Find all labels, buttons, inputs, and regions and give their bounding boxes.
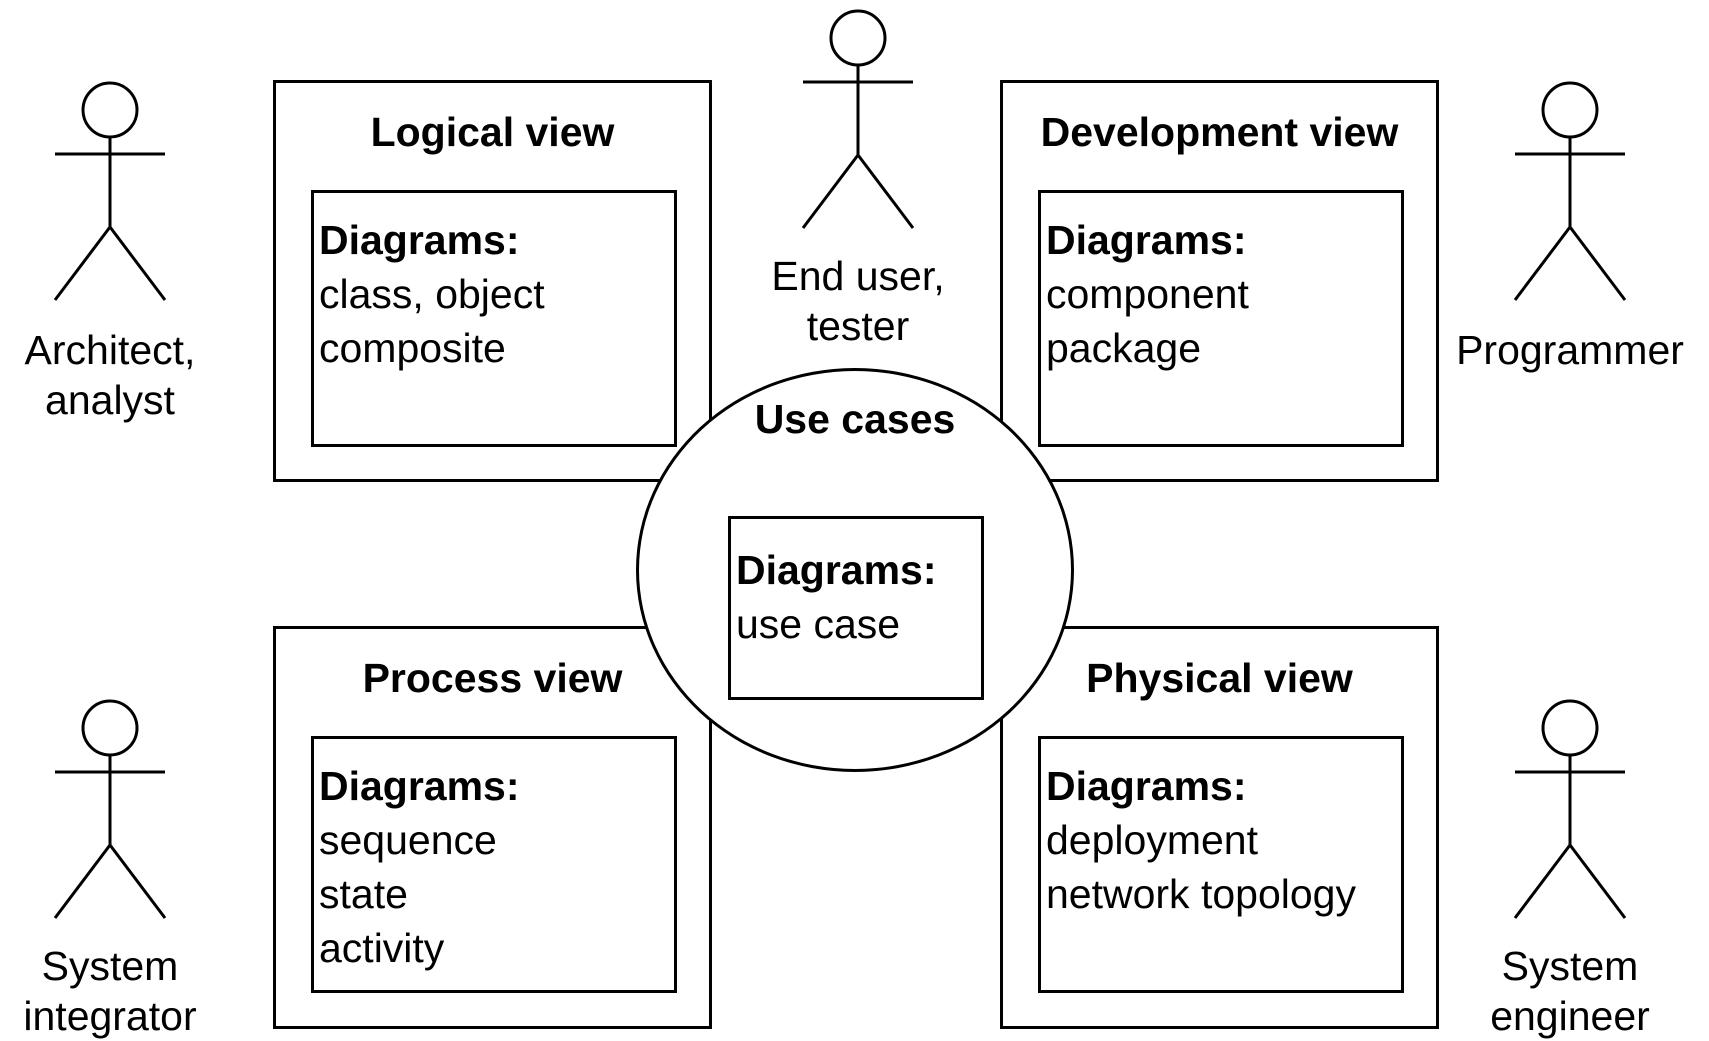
actor-architect-label: Architect, analyst: [0, 325, 220, 425]
use-cases-title: Use cases: [754, 396, 956, 442]
actor-system-engineer-icon: [1513, 699, 1627, 919]
actor-system-engineer-label: System engineer: [1460, 941, 1680, 1041]
actor-end-user-label: End user, tester: [748, 251, 968, 351]
actor-label-line: System: [1501, 943, 1639, 989]
diagrams-label: Diagrams:: [736, 547, 937, 593]
process-view-diagrams-box: Diagrams: sequence state activity: [311, 736, 677, 993]
diagram-item-network-topology: network topology: [1046, 871, 1356, 917]
diagram-item-state: state: [319, 871, 408, 917]
use-cases-diagrams-box: Diagrams: use case: [728, 516, 984, 700]
diagram-item-deployment: deployment: [1046, 817, 1258, 863]
development-view-title: Development view: [1040, 109, 1399, 155]
diagrams-label: Diagrams:: [319, 217, 520, 263]
physical-view-box: Physical view Diagrams: deployment netwo…: [1000, 626, 1439, 1029]
actor-label-line: integrator: [23, 993, 197, 1039]
diagrams-label: Diagrams:: [319, 763, 520, 809]
development-view-box: Development view Diagrams: component pac…: [1000, 80, 1439, 482]
diagrams-label: Diagrams:: [1046, 763, 1247, 809]
diagram-item-composite: composite: [319, 325, 506, 371]
process-view-box: Process view Diagrams: sequence state ac…: [273, 626, 712, 1029]
diagrams-label: Diagrams:: [1046, 217, 1247, 263]
physical-view-title: Physical view: [1086, 655, 1353, 701]
actor-end-user-icon: [801, 9, 915, 229]
diagram-item-package: package: [1046, 325, 1202, 371]
actor-system-integrator-icon: [53, 699, 167, 919]
actor-label-line: Programmer: [1456, 327, 1684, 373]
physical-view-diagrams-box: Diagrams: deployment network topology: [1038, 736, 1404, 993]
diagram-item-activity: activity: [319, 925, 445, 971]
logical-view-title: Logical view: [370, 109, 615, 155]
process-view-title: Process view: [362, 655, 623, 701]
actor-architect-icon: [53, 81, 167, 301]
diagram-item-use-case: use case: [736, 601, 901, 647]
actor-label-line: tester: [806, 303, 910, 349]
actor-label-line: engineer: [1490, 993, 1650, 1039]
diagram-item-sequence: sequence: [319, 817, 497, 863]
actor-system-integrator-label: System integrator: [0, 941, 220, 1041]
diagram-item-class-object: class, object: [319, 271, 545, 317]
actor-programmer-icon: [1513, 81, 1627, 301]
development-view-diagrams-box: Diagrams: component package: [1038, 190, 1404, 447]
diagram-item-component: component: [1046, 271, 1249, 317]
actor-label-line: System: [41, 943, 179, 989]
actor-programmer-label: Programmer: [1450, 325, 1690, 375]
actor-label-line: analyst: [45, 377, 175, 423]
actor-label-line: Architect,: [24, 327, 196, 373]
actor-label-line: End user,: [771, 253, 945, 299]
logical-view-box: Logical view Diagrams: class, object com…: [273, 80, 712, 482]
logical-view-diagrams-box: Diagrams: class, object composite: [311, 190, 677, 447]
